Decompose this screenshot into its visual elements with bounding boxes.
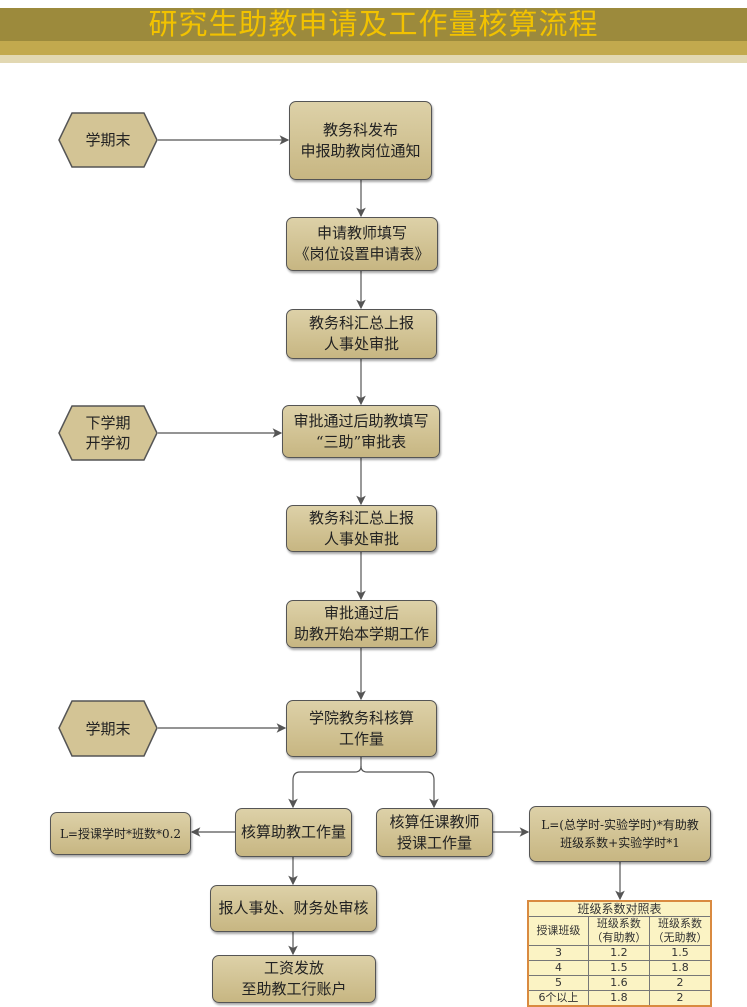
step-text: 学院教务科核算 <box>308 708 414 727</box>
step-payment: 工资发放至助教工行账户 <box>212 955 376 1003</box>
table-cell: 3 <box>527 945 589 961</box>
table-cell: 1.6 <box>587 975 650 991</box>
step-fill-application: 申请教师填写《岗位设置申请表》 <box>286 217 438 271</box>
table-cell: 1.2 <box>587 945 650 961</box>
brace-connector <box>360 765 439 809</box>
table-header: 班级系数（无助教） <box>648 916 712 946</box>
step-start-work: 审批通过后助教开始本学期工作 <box>286 600 437 648</box>
formula-teacher: L=(总学时-实验学时)*有助教班级系数+实验学时*1 <box>529 806 711 862</box>
step-text: 人事处审批 <box>323 529 399 548</box>
formula-assistant: L=授课学时*班数*0.2 <box>50 812 191 855</box>
step-text: 工作量 <box>338 729 384 748</box>
step-text: “三助”审批表 <box>315 432 407 451</box>
table-header: 班级系数（有助教） <box>587 916 650 946</box>
table-cell: 1.5 <box>648 945 712 961</box>
step-text: 教务科汇总上报 <box>308 314 414 332</box>
title-band-light <box>0 55 747 63</box>
table-header-row: 授课班级 班级系数（有助教） 班级系数（无助教） <box>527 916 712 946</box>
table-cell: 2 <box>648 990 712 1007</box>
step-text: 授课工作量 <box>396 833 472 852</box>
trigger-label: 开学初 <box>85 434 131 452</box>
step-calc-workload: 学院教务科核算工作量 <box>286 700 437 757</box>
table-cell: 1.5 <box>587 960 650 976</box>
step-text: 审批通过后 <box>323 604 399 622</box>
trigger-semester-end: 学期末 <box>58 112 158 168</box>
trigger-semester-end-2: 学期末 <box>58 700 158 757</box>
step-calc-assistant: 核算助教工作量 <box>235 808 352 857</box>
trigger-next-semester-start: 下学期开学初 <box>58 405 158 461</box>
step-text: 人事处审批 <box>323 335 399 353</box>
formula-text: L=(总学时-实验学时)*有助教 <box>541 818 699 832</box>
table-cell: 1.8 <box>648 960 712 976</box>
table-title: 班级系数对照表 <box>527 900 712 917</box>
page-title: 研究生助教申请及工作量核算流程 <box>148 7 599 41</box>
step-text: 申请教师填写 <box>316 224 407 242</box>
header-text: （无助教） <box>652 931 708 944</box>
step-text: 核算助教工作量 <box>240 823 346 841</box>
header-text: （有助教） <box>591 931 647 944</box>
step-text: 至助教工行账户 <box>241 980 347 998</box>
formula-text: 班级系数+实验学时*1 <box>560 836 680 850</box>
step-fill-approval-form: 审批通过后助教填写 “三助”审批表 <box>282 405 440 458</box>
trigger-label: 下学期 <box>85 414 131 432</box>
brace-connector <box>288 757 362 809</box>
step-submit-hr-2: 教务科汇总上报人事处审批 <box>286 505 437 552</box>
table-cell: 6个以上 <box>527 990 589 1007</box>
table-cell: 1.8 <box>587 990 650 1007</box>
step-text: 申报助教岗位通知 <box>300 141 421 160</box>
step-text: 《岗位设置申请表》 <box>294 245 430 263</box>
step-text: 工资发放 <box>263 959 324 977</box>
table-header: 授课班级 <box>527 916 589 946</box>
trigger-label: 学期末 <box>85 719 131 738</box>
step-text: 教务科发布 <box>322 120 398 139</box>
header-text: 班级系数 <box>657 917 702 930</box>
table-cell: 2 <box>648 975 712 991</box>
trigger-label: 学期末 <box>85 131 131 149</box>
title-band <box>0 8 747 41</box>
step-submit-hr: 教务科汇总上报人事处审批 <box>286 309 437 359</box>
step-text: 审批通过后助教填写 <box>293 411 429 430</box>
header-text: 班级系数 <box>596 917 641 930</box>
step-text: 助教开始本学期工作 <box>293 625 429 643</box>
header-text: 授课班级 <box>536 924 581 937</box>
step-publish-notice: 教务科发布申报助教岗位通知 <box>289 101 432 180</box>
table-cell: 5 <box>527 975 589 991</box>
title-band-accent <box>0 41 747 55</box>
step-text: 教务科汇总上报 <box>308 508 414 527</box>
step-audit: 报人事处、财务处审核 <box>210 885 377 932</box>
step-calc-teacher: 核算任课教师授课工作量 <box>376 808 493 857</box>
formula-text: L=授课学时*班数*0.2 <box>59 826 182 841</box>
table-cell: 4 <box>527 960 589 976</box>
step-text: 报人事处、财务处审核 <box>218 899 369 917</box>
step-text: 核算任课教师 <box>389 812 480 831</box>
